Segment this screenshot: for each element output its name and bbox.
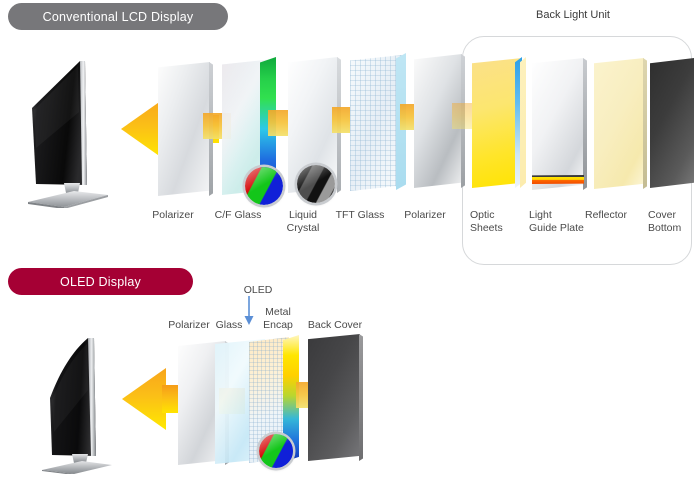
oled-title-text: OLED Display [60,274,141,289]
lcd-layer-cover-bottom [650,58,694,188]
lcd-layer-polarizer-rear [414,54,465,188]
lcd-title-text: Conventional LCD Display [42,9,194,24]
lcd-layer-tft-glass [350,55,402,191]
oled-callout-arrow-icon [241,296,257,326]
label-lcd-cover-bottom: Cover Bottom [648,209,682,234]
lcd-layer-reflector [594,58,647,189]
label-oled-metal-encap: Metal Encap [263,306,293,331]
label-lcd-cf-glass: C/F Glass [214,209,262,221]
panel-face [650,58,694,188]
panel-face [414,54,462,188]
label-lcd-liquid-crystal: Liquid Crystal [286,209,320,234]
lcd-optic-sheet-diffuser [520,57,526,188]
back-light-unit-label: Back Light Unit [536,9,610,21]
label-oled-back-cover: Back Cover [307,319,363,331]
panel-edge [461,54,465,188]
panel-face [308,334,360,461]
loupe-gloss [245,167,283,205]
label-oled-glass: Glass [215,319,243,331]
panel-face [283,335,299,462]
panel-face [532,175,584,184]
oled-tv-illustration [22,332,122,475]
oled-title-badge: OLED Display [8,268,193,295]
lcd-optic-sheet-blue-film [515,57,522,188]
panel-face [158,62,210,196]
lcd-led-light-bar [532,175,584,184]
lcd-tv-illustration [12,52,120,209]
lcd-grayscale-shutter-loupe [297,165,335,203]
label-lcd-polarizer-front: Polarizer [152,209,194,221]
label-oled-polarizer: Polarizer [168,319,210,331]
loupe-gloss [259,434,293,468]
label-lcd-polarizer-rear: Polarizer [404,209,446,221]
label-lcd-light-guide-plate: Light Guide Plate [529,209,584,234]
label-oled-callout: OLED [243,284,273,296]
panel-edge [359,334,363,461]
lcd-layer-optic-sheets [472,58,522,188]
label-lcd-optic-sheets: Optic Sheets [470,209,503,234]
lcd-title-badge: Conventional LCD Display [8,3,228,30]
panel-face [350,55,402,191]
oled-rgb-subpixel-loupe [259,434,293,468]
panel-edge [583,58,587,190]
panel-face [520,57,526,188]
panel-face [515,57,522,188]
label-lcd-reflector: Reflector [585,209,628,221]
arrow-head [122,368,166,430]
oled-layer-back-cover [308,334,363,461]
panel-face [472,58,522,188]
panel-face [532,58,584,190]
loupe-gloss [297,165,335,203]
label-lcd-tft-glass: TFT Glass [335,209,385,221]
panel-edge [643,58,647,189]
oled-layer-metal-encap [283,335,299,462]
lcd-layer-light-guide-plate [532,58,587,190]
lcd-rgb-subpixel-loupe [245,167,283,205]
panel-face [594,58,644,189]
